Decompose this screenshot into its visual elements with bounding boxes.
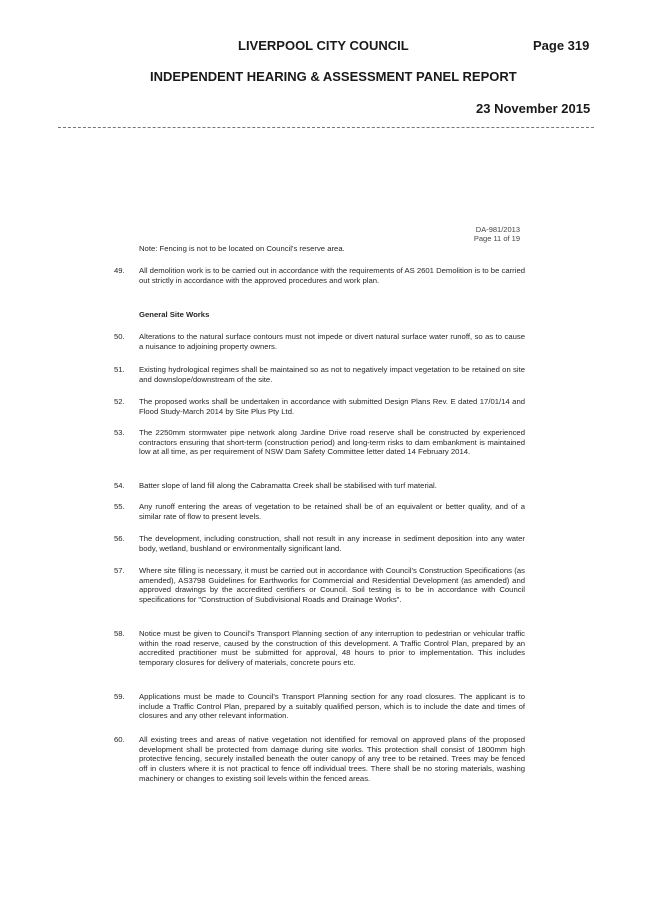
condition-number: 60. bbox=[114, 735, 125, 744]
condition-text: Existing hydrological regimes shall be m… bbox=[139, 365, 525, 384]
condition-number: 57. bbox=[114, 566, 125, 575]
condition-58: 58. Notice must be given to Council's Tr… bbox=[114, 629, 525, 668]
council-name: LIVERPOOL CITY COUNCIL bbox=[238, 38, 409, 53]
condition-49: 49. All demolition work is to be carried… bbox=[114, 266, 525, 285]
section-heading: General Site Works bbox=[139, 310, 210, 319]
condition-53: 53. The 2250mm stormwater pipe network a… bbox=[114, 428, 525, 457]
condition-number: 54. bbox=[114, 481, 125, 490]
condition-51: 51. Existing hydrological regimes shall … bbox=[114, 365, 525, 384]
condition-56: 56. The development, including construct… bbox=[114, 534, 525, 553]
report-date: 23 November 2015 bbox=[476, 101, 591, 116]
page-of: Page 11 of 19 bbox=[473, 234, 520, 243]
condition-number: 52. bbox=[114, 397, 125, 406]
condition-text: Alterations to the natural surface conto… bbox=[139, 332, 525, 351]
condition-number: 55. bbox=[114, 502, 125, 511]
condition-52: 52. The proposed works shall be undertak… bbox=[114, 397, 525, 416]
condition-number: 49. bbox=[114, 266, 125, 275]
condition-text: Where site filling is necessary, it must… bbox=[139, 566, 525, 605]
fencing-note: Note: Fencing is not to be located on Co… bbox=[139, 244, 345, 253]
condition-text: Notice must be given to Council's Transp… bbox=[139, 629, 525, 668]
condition-text: All demolition work is to be carried out… bbox=[139, 266, 525, 285]
condition-50: 50. Alterations to the natural surface c… bbox=[114, 332, 525, 351]
condition-text: The development, including construction,… bbox=[139, 534, 525, 553]
condition-number: 59. bbox=[114, 692, 125, 701]
condition-text: Applications must be made to Council's T… bbox=[139, 692, 525, 721]
condition-55: 55. Any runoff entering the areas of veg… bbox=[114, 502, 525, 521]
condition-number: 58. bbox=[114, 629, 125, 638]
condition-number: 53. bbox=[114, 428, 125, 437]
condition-text: Batter slope of land fill along the Cabr… bbox=[139, 481, 437, 490]
condition-text: The 2250mm stormwater pipe network along… bbox=[139, 428, 525, 457]
condition-number: 56. bbox=[114, 534, 125, 543]
condition-57: 57. Where site filling is necessary, it … bbox=[114, 566, 525, 605]
condition-54: 54. Batter slope of land fill along the … bbox=[114, 481, 525, 491]
condition-text: All existing trees and areas of native v… bbox=[139, 735, 525, 783]
condition-text: The proposed works shall be undertaken i… bbox=[139, 397, 525, 416]
report-title: INDEPENDENT HEARING & ASSESSMENT PANEL R… bbox=[150, 69, 517, 84]
page-number: Page 319 bbox=[533, 38, 590, 53]
condition-60: 60. All existing trees and areas of nati… bbox=[114, 735, 525, 784]
da-number: DA-981/2013 bbox=[475, 225, 520, 234]
condition-number: 51. bbox=[114, 365, 125, 374]
condition-text: Any runoff entering the areas of vegetat… bbox=[139, 502, 525, 521]
header-divider bbox=[58, 127, 594, 128]
condition-59: 59. Applications must be made to Council… bbox=[114, 692, 525, 721]
condition-number: 50. bbox=[114, 332, 125, 341]
